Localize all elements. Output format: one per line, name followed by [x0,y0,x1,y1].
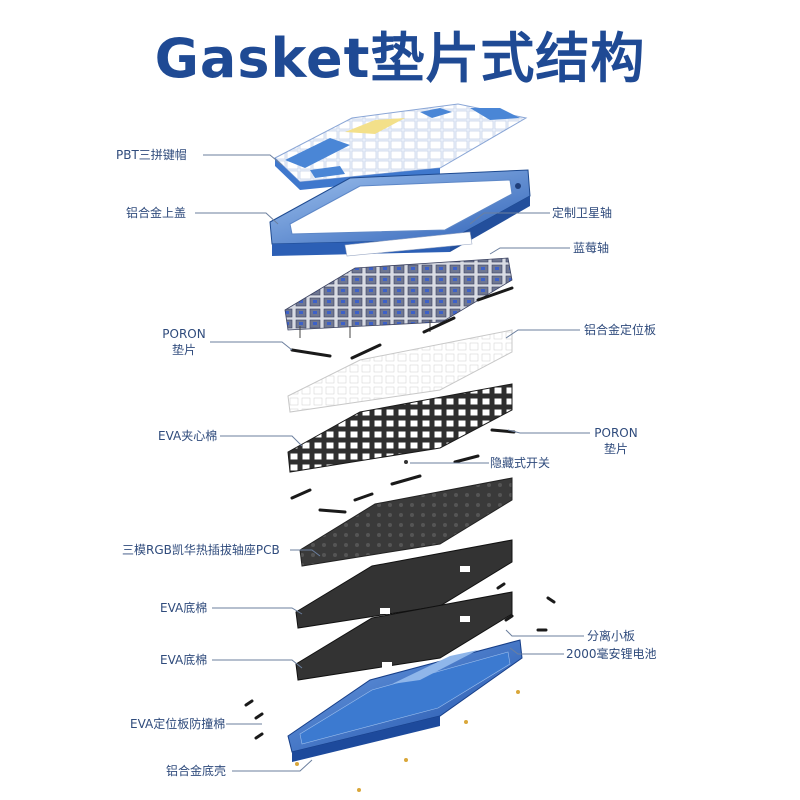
hidden-switch-icon [404,460,408,464]
page-title: Gasket垫片式结构 [154,27,646,90]
label-pcb: 三模RGB凯华热插拔轴座PCB [122,543,280,557]
label-poron-gasket-left-line-2: 垫片 [171,343,196,357]
label-poron-gasket-right: PORON 垫片 [588,425,644,457]
poron-gaskets-upper [290,286,514,360]
eva-bumper-foam-pieces [244,582,556,740]
switches-layer [284,231,513,338]
label-custom-stabilizer: 定制卫星轴 [552,206,613,220]
alloy-bottom-case-layer [287,639,523,762]
label-alloy-top-case: 铝合金上盖 [126,206,187,220]
label-poron-gasket-right-line-2: 垫片 [603,442,628,456]
label-eva-sandwich-foam: EVA夹心棉 [158,429,218,443]
alloy-plate-layer [287,329,513,413]
label-pbt-keycaps: PBT三拼键帽 [116,148,187,162]
pbt-keycaps-layer [274,103,528,190]
eva-sandwich-foam-layer [287,383,513,473]
screws [295,690,520,792]
label-eva-bottom-foam-1: EVA底棉 [160,601,208,615]
label-hidden-switch: 隐藏式开关 [490,456,551,470]
label-poron-gasket-left: PORON 垫片 [156,326,212,358]
label-alloy-plate: 铝合金定位板 [584,323,657,337]
leader-lines [195,154,590,772]
poron-gaskets-lower [290,428,516,514]
label-blueberry-switch: 蓝莓轴 [573,241,610,255]
label-eva-bottom-foam-2: EVA底棉 [160,653,208,667]
pcb-layer [299,477,513,567]
label-daughter-board: 分离小板 [587,629,636,643]
label-poron-gasket-left-line-1: PORON [162,327,206,341]
label-poron-gasket-right-line-1: PORON [594,426,638,440]
eva-bottom-foam-2-layer [295,591,513,681]
label-battery: 2000毫安锂电池 [566,647,657,661]
label-eva-plate-bumper: EVA定位板防撞棉 [130,717,226,731]
eva-bottom-foam-1-layer [295,539,513,629]
label-alloy-bottom-case: 铝合金底壳 [166,764,227,778]
